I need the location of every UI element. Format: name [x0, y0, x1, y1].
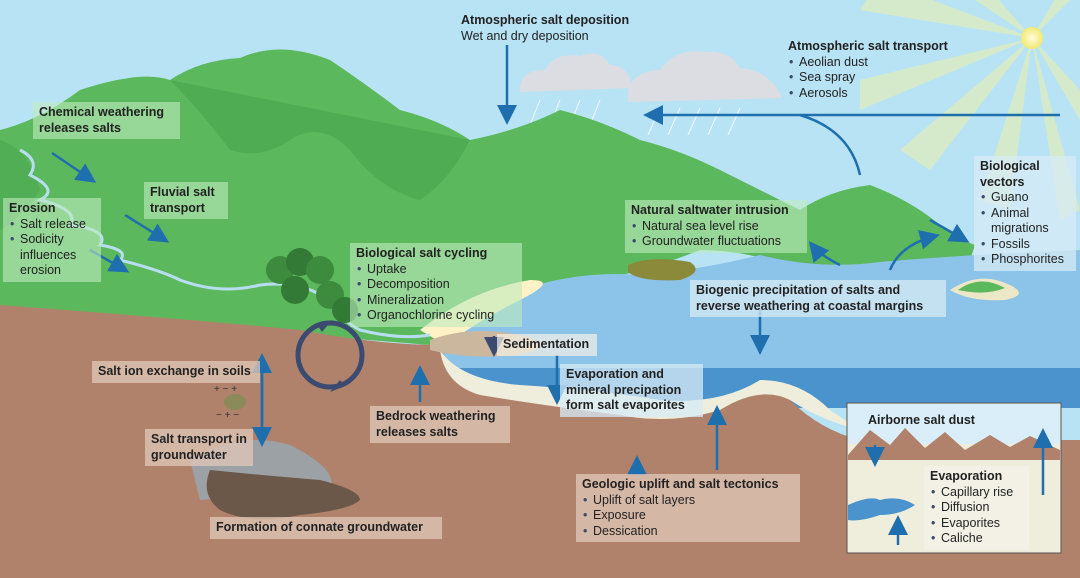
label-ion-exchange: Salt ion exchange in soils [92, 361, 260, 383]
label-title: Biological vectors [980, 159, 1040, 189]
label-atmospheric-transport: Atmospheric salt transport Aeolian dust … [782, 36, 982, 104]
list-item: Sodicity influences erosion [9, 232, 95, 279]
island [958, 281, 1005, 293]
label-biological-vectors: Biological vectors Guano Animal migratio… [974, 156, 1076, 271]
label-connate-groundwater: Formation of connate groundwater [210, 517, 442, 539]
cloud-icon [520, 51, 782, 102]
list-item: Mineralization [356, 293, 516, 309]
label-title: Formation of connate groundwater [216, 520, 423, 534]
label-geologic-uplift: Geologic uplift and salt tectonics Uplif… [576, 474, 800, 542]
label-sedimentation: Sedimentation [497, 334, 597, 356]
list-item: Decomposition [356, 277, 516, 293]
list-item: Uptake [356, 262, 516, 278]
label-title: Bedrock weathering releases salts [376, 409, 496, 439]
list-item: Aeolian dust [788, 55, 976, 71]
marsh [628, 259, 696, 281]
list-item: Organochlorine cycling [356, 308, 516, 324]
svg-text:+ − +: + − + [214, 384, 237, 395]
list-item: Guano [980, 190, 1070, 206]
label-chemical-weathering: Chemical weathering releases salts [33, 102, 180, 139]
label-biogenic-precipitation: Biogenic precipitation of salts and reve… [690, 280, 946, 317]
list-item: Uplift of salt layers [582, 493, 794, 509]
label-title: Erosion [9, 201, 56, 215]
label-title: Salt ion exchange in soils [98, 364, 251, 378]
label-title: Airborne salt dust [868, 413, 975, 427]
svg-text:− + −: − + − [216, 410, 239, 421]
label-biological-cycling: Biological salt cycling Uptake Decomposi… [350, 243, 522, 327]
label-saltwater-intrusion: Natural saltwater intrusion Natural sea … [625, 200, 807, 253]
connate-groundwater [206, 470, 360, 519]
label-bedrock-weathering: Bedrock weathering releases salts [370, 406, 510, 443]
list-item: Fossils [980, 237, 1070, 253]
sun-icon [1021, 27, 1043, 49]
list-item: Phosphorites [980, 252, 1070, 268]
list-item: Aerosols [788, 86, 976, 102]
label-title: Atmospheric salt deposition [461, 13, 630, 27]
label-title: Biological salt cycling [356, 246, 488, 260]
label-title: Atmospheric salt transport [788, 39, 948, 53]
label-title: Chemical weathering releases salts [39, 105, 165, 135]
list-item: Capillary rise [930, 485, 1023, 501]
soil-particle-icon: + − + − + − [214, 384, 246, 421]
label-erosion: Erosion Salt release Sodicity influences… [3, 198, 101, 282]
label-atmospheric-deposition: Atmospheric salt deposition Wet and dry … [455, 10, 655, 47]
flow-arrows [51, 45, 1060, 545]
list-item: Natural sea level rise [631, 219, 801, 235]
label-title: Natural saltwater intrusion [631, 203, 789, 217]
list-item: Exposure [582, 508, 794, 524]
label-title: Evaporation [930, 469, 1003, 483]
label-title: Evaporation and mineral precipation form… [566, 367, 685, 412]
label-evaporation-precipitation: Evaporation and mineral precipation form… [560, 364, 703, 417]
list-item: Evaporites [930, 516, 1023, 532]
label-title: Geologic uplift and salt tectonics [582, 477, 779, 491]
label-title: Biogenic precipitation of salts and reve… [696, 283, 924, 313]
list-item: Animal migrations [980, 206, 1070, 237]
list-item: Dessication [582, 524, 794, 540]
list-item: Sea spray [788, 70, 976, 86]
list-item: Caliche [930, 531, 1023, 547]
label-subtitle: Wet and dry deposition [461, 28, 589, 43]
list-item: Groundwater fluctuations [631, 234, 801, 250]
label-airborne-dust: Airborne salt dust [862, 410, 1002, 432]
label-inset-evaporation: Evaporation Capillary rise Diffusion Eva… [924, 466, 1029, 550]
label-title: Fluvial salt transport [150, 185, 215, 215]
label-groundwater-transport: Salt transport in groundwater [145, 429, 253, 466]
label-fluvial-transport: Fluvial salt transport [144, 182, 228, 219]
label-title: Salt transport in groundwater [151, 432, 247, 462]
list-item: Salt release [9, 217, 95, 233]
list-item: Diffusion [930, 500, 1023, 516]
label-title: Sedimentation [503, 337, 590, 351]
cycle-arrow-icon [295, 320, 365, 390]
